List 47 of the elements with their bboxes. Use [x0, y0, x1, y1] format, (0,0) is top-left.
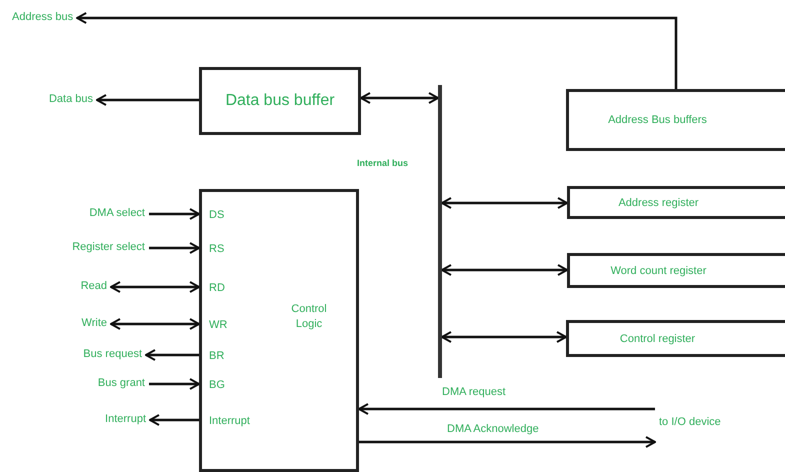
box-label: Control register — [620, 332, 696, 344]
signal-label: Write — [82, 317, 107, 330]
signal-label: Interrupt — [105, 413, 146, 426]
pin-label: RD — [209, 281, 225, 296]
edge-label: DMA Acknowledge — [445, 423, 541, 435]
arrow — [359, 436, 656, 448]
arrow — [441, 197, 568, 209]
pin-label: Interrupt — [209, 414, 250, 429]
signal-label: Read — [80, 280, 107, 294]
arrow — [149, 414, 199, 426]
arrow — [110, 318, 200, 330]
buffer-box — [199, 67, 361, 135]
signal-label: to I/O device — [659, 416, 721, 430]
register-box — [566, 320, 785, 357]
arrow — [76, 12, 678, 89]
arrow — [110, 281, 200, 293]
box-label: Word count register — [610, 264, 706, 276]
arrow — [360, 92, 439, 104]
register-box — [567, 186, 785, 219]
arrow — [149, 242, 200, 254]
edge-label: DMA request — [440, 386, 508, 398]
signal-label: Data bus — [48, 93, 93, 106]
control-logic-box — [199, 189, 359, 472]
arrow — [149, 208, 200, 220]
pin-label: BR — [209, 349, 224, 364]
pin-label: WR — [209, 318, 228, 333]
signal-label: Bus request — [83, 348, 142, 362]
arrow — [358, 403, 655, 415]
pin-label: DS — [209, 208, 224, 223]
box-label: Address Bus buffers — [608, 114, 707, 126]
pin-label: RS — [209, 242, 224, 257]
arrow — [145, 349, 199, 361]
signal-label: DMA select — [89, 207, 145, 220]
arrow — [441, 264, 568, 276]
box-label: Data bus buffer — [225, 92, 335, 110]
signal-label: Address bus — [12, 11, 74, 24]
arrow — [441, 331, 567, 343]
signal-label: Register select — [72, 241, 145, 254]
arrow — [149, 378, 200, 390]
signal-label: Bus grant — [98, 377, 145, 390]
buffer-box — [566, 89, 785, 151]
block-label: Control Logic — [290, 302, 328, 332]
register-box — [567, 253, 785, 288]
box-label: Address register — [618, 196, 699, 208]
arrow — [96, 94, 199, 106]
bus-label: Internal bus — [357, 158, 408, 169]
pin-label: BG — [209, 378, 225, 393]
